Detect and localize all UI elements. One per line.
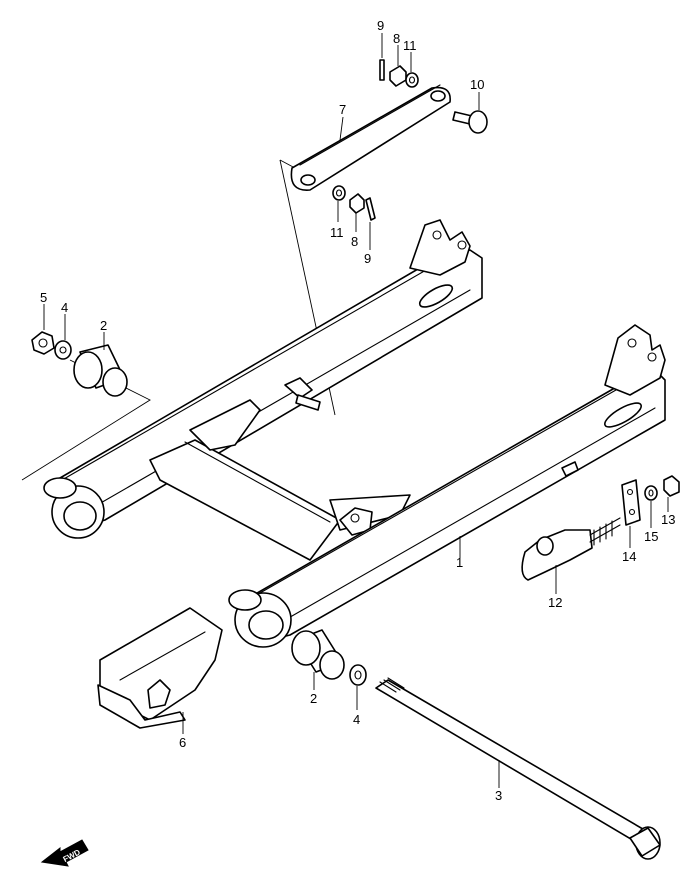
callout-15: 15 [644,529,658,544]
leader-lines [43,33,669,788]
link-plate-part-7 [290,84,451,191]
callout-8-lower: 8 [351,234,358,249]
callout-2-right: 2 [310,691,317,706]
left-bushing-group [31,331,128,397]
callout-4-left: 4 [61,300,68,315]
swingarm-part-1 [43,219,666,648]
right-bushing-group [291,629,367,686]
callout-1: 1 [456,555,463,570]
callout-7: 7 [339,102,346,117]
bolt-part-10 [452,110,488,134]
callout-14: 14 [622,549,636,564]
callout-5: 5 [40,290,47,305]
link-mount-stud [284,377,321,411]
callout-12: 12 [548,595,562,610]
chain-adjuster-part-12 [521,517,621,581]
callout-11-top: 11 [403,38,417,53]
callout-8-top: 8 [393,31,400,46]
callout-13: 13 [661,512,675,527]
callout-9-lower: 9 [364,251,371,266]
callout-labels: 9 8 11 10 7 11 8 9 5 4 2 1 13 15 14 12 2… [40,18,675,803]
callout-2-left: 2 [100,318,107,333]
callout-11-lower: 11 [330,225,344,240]
callout-9-top: 9 [377,18,384,33]
callout-3: 3 [495,788,502,803]
chain-guard-part-6 [97,607,223,729]
callout-10: 10 [470,77,484,92]
callout-6: 6 [179,735,186,750]
adjuster-plate-hardware [621,475,680,526]
callout-4-right: 4 [353,712,360,727]
upper-fasteners [332,59,419,221]
fwd-arrow-icon: FWD [40,839,89,867]
pivot-shaft-part-3 [375,677,661,860]
